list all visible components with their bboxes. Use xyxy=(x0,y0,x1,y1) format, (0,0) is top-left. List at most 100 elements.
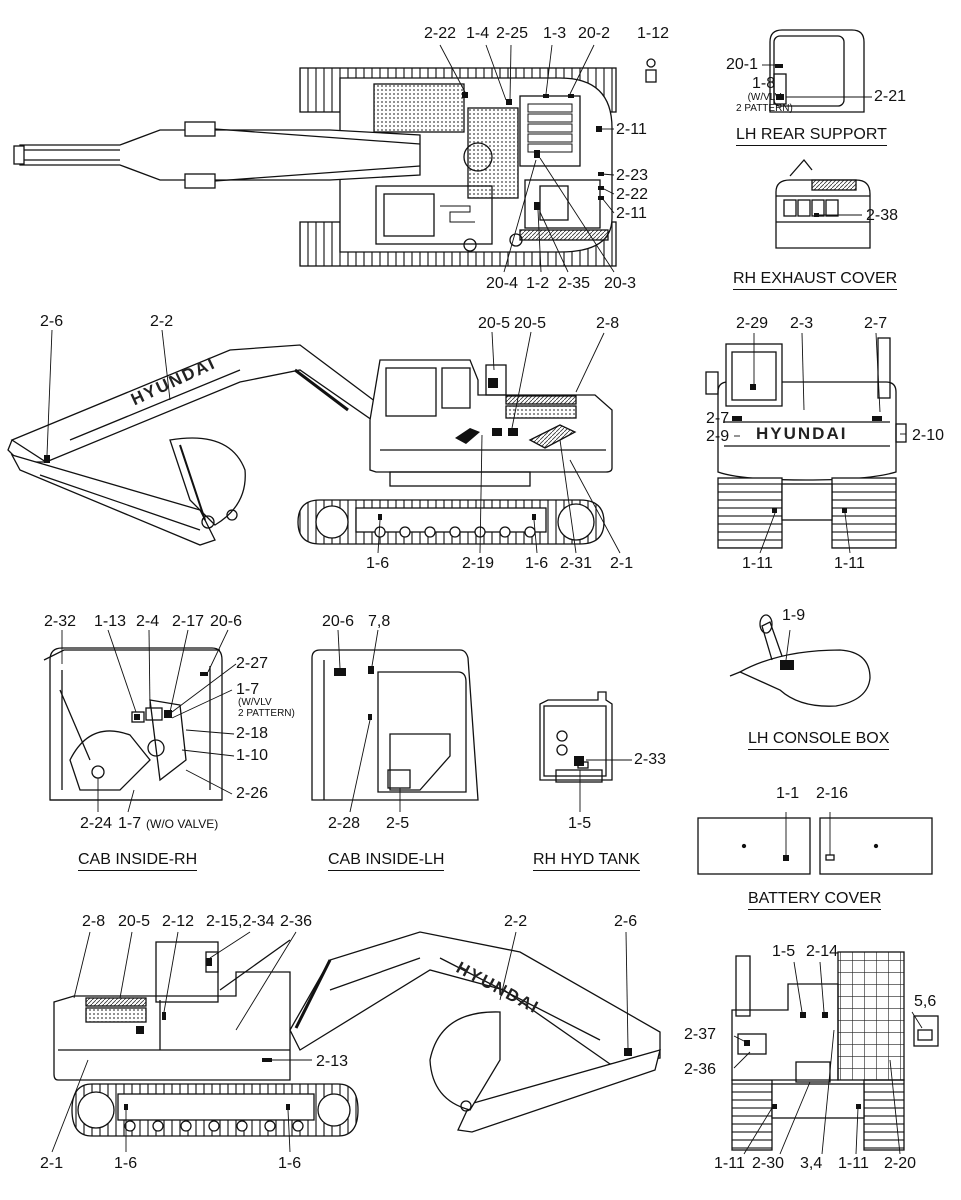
part-label: 2-1 xyxy=(40,1155,64,1172)
caption-cab-inside-lh: CAB INSIDE-LH xyxy=(328,851,445,871)
part-label: 20-2 xyxy=(578,25,611,42)
part-label: 2-23 xyxy=(616,167,649,184)
part-label: 2-35 xyxy=(558,275,591,292)
part-label: 7,8 xyxy=(368,613,391,630)
lh-rear-support-drawing xyxy=(762,29,872,113)
part-label: 2-10 xyxy=(912,427,945,444)
brand-rear: HYUNDAI xyxy=(756,424,848,443)
part-label: 1-12 xyxy=(637,25,670,42)
part-label: 2-20 xyxy=(884,1155,917,1172)
part-label: 1-4 xyxy=(466,25,490,42)
part-label: 1-11 xyxy=(834,555,865,572)
battery-cover-drawing xyxy=(697,812,933,875)
part-label: 2-8 xyxy=(596,315,620,332)
caption-lh-console-box: LH CONSOLE BOX xyxy=(748,730,890,750)
part-label: 2-11 xyxy=(616,205,647,222)
part-label: 1-2 xyxy=(526,275,550,292)
part-label: 20-6 xyxy=(322,613,355,630)
note-wo-valve: (W/O VALVE) xyxy=(146,817,219,831)
part-label: 2-15,2-34 xyxy=(206,913,275,930)
part-label: 1-13 xyxy=(94,613,127,630)
part-label: 20-5 xyxy=(478,315,511,332)
part-label: 2-26 xyxy=(236,785,269,802)
rh-exhaust-cover-drawing xyxy=(775,158,871,249)
part-label: 1-10 xyxy=(236,747,269,764)
part-label: 2-2 xyxy=(504,913,528,930)
part-label: 2-28 xyxy=(328,815,361,832)
part-label: 3,4 xyxy=(800,1155,823,1172)
front-view xyxy=(731,951,939,1151)
caption-rh-exhaust-cover: RH EXHAUST COVER xyxy=(733,270,898,290)
part-label: 2-19 xyxy=(462,555,495,572)
part-label: 2-13 xyxy=(316,1053,349,1070)
part-label: 1-5 xyxy=(568,815,592,832)
part-label: 2-24 xyxy=(80,815,113,832)
part-label: 1-6 xyxy=(114,1155,138,1172)
top-view xyxy=(13,58,657,267)
part-label: 2-21 xyxy=(874,88,907,105)
part-label: 1-1 xyxy=(776,785,800,802)
part-label: 1-11 xyxy=(714,1155,745,1172)
part-label: 2-2 xyxy=(150,313,174,330)
side-view-rh xyxy=(53,931,661,1137)
part-label: 5,6 xyxy=(914,993,937,1010)
part-label: 2-36 xyxy=(280,913,313,930)
caption-rh-hyd-tank: RH HYD TANK xyxy=(533,851,640,871)
part-label: 20-1 xyxy=(726,56,759,73)
caption-lh-rear-support: LH REAR SUPPORT xyxy=(736,126,887,146)
part-label: 2-4 xyxy=(136,613,160,630)
part-label: 2-12 xyxy=(162,913,195,930)
cab-inside-lh-drawing xyxy=(311,649,479,801)
part-label: 20-5 xyxy=(118,913,151,930)
part-label: 1-11 xyxy=(742,555,773,572)
part-label: 2-22 xyxy=(616,186,649,203)
part-label: 2-7 xyxy=(706,410,730,427)
part-label: 2-30 xyxy=(752,1155,785,1172)
part-label: 2-22 xyxy=(424,25,457,42)
part-label: 2-17 xyxy=(172,613,205,630)
part-label: 2-1 xyxy=(610,555,634,572)
caption-cab-inside-rh: CAB INSIDE-RH xyxy=(78,851,198,871)
part-label: 20-3 xyxy=(604,275,637,292)
part-label: 1-6 xyxy=(366,555,390,572)
rh-hyd-tank-drawing xyxy=(539,691,632,812)
part-label: 2-11 xyxy=(616,121,647,138)
part-label: 2-32 xyxy=(44,613,77,630)
part-label: 1-7 xyxy=(236,681,260,698)
lh-console-box-drawing xyxy=(729,614,871,707)
part-label: 2-5 xyxy=(386,815,410,832)
part-label: 1-6 xyxy=(525,555,549,572)
part-label: 20-4 xyxy=(486,275,519,292)
note-w-vlv-pattern: (W/VLV 2 PATTERN) xyxy=(736,92,793,114)
part-label: 1-3 xyxy=(543,25,567,42)
side-view-lh xyxy=(7,344,613,546)
part-label: 2-6 xyxy=(40,313,64,330)
note-w-vlv-pattern: (W/VLV 2 PATTERN) xyxy=(238,697,295,719)
part-label: 1-7 xyxy=(118,815,142,832)
part-label: 2-37 xyxy=(684,1026,717,1043)
part-label: 1-6 xyxy=(278,1155,302,1172)
caption-battery-cover: BATTERY COVER xyxy=(748,890,882,910)
part-label: 2-3 xyxy=(790,315,814,332)
cab-inside-rh-drawing xyxy=(43,647,223,801)
part-label: 20-5 xyxy=(514,315,547,332)
part-label: 2-27 xyxy=(236,655,269,672)
part-label: 2-29 xyxy=(736,315,769,332)
part-label: 1-9 xyxy=(782,607,806,624)
part-label: 2-6 xyxy=(614,913,638,930)
part-label: 2-25 xyxy=(496,25,529,42)
part-label: 2-7 xyxy=(864,315,888,332)
part-label: 20-6 xyxy=(210,613,243,630)
part-label: 2-9 xyxy=(706,428,730,445)
part-label: 1-11 xyxy=(838,1155,869,1172)
part-label: 2-33 xyxy=(634,751,667,768)
part-label: 2-16 xyxy=(816,785,849,802)
part-label: 1-5 xyxy=(772,943,796,960)
part-label: 2-38 xyxy=(866,207,899,224)
part-label: 2-36 xyxy=(684,1061,717,1078)
part-label: 2-31 xyxy=(560,555,593,572)
part-label: 2-18 xyxy=(236,725,269,742)
part-label: 2-8 xyxy=(82,913,106,930)
part-label: 1-8 xyxy=(752,75,776,92)
